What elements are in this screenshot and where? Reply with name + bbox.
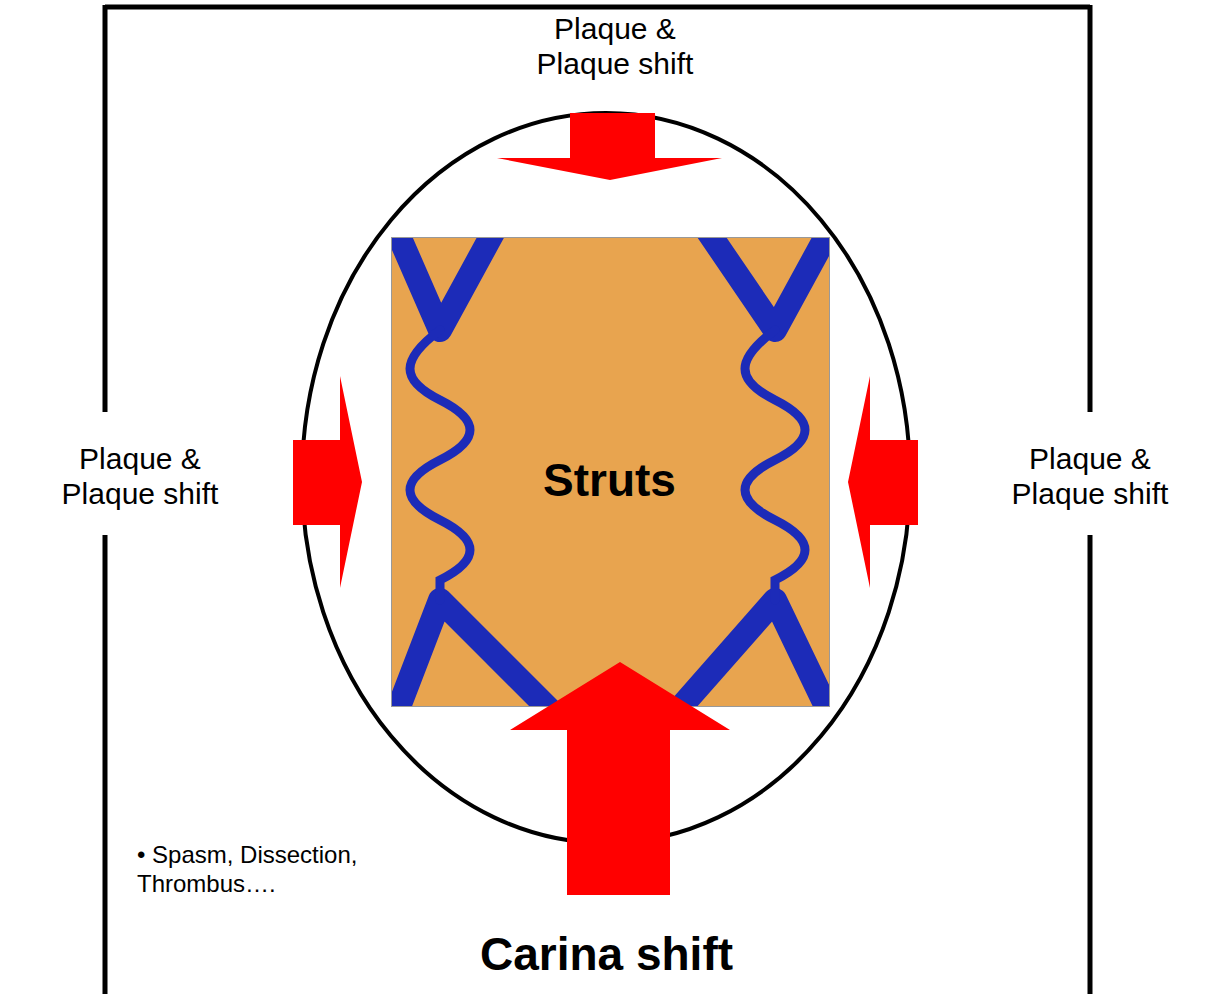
plaque-label: Plaque & Plaque shift <box>525 12 705 81</box>
frame-lines <box>105 5 1090 994</box>
note-text: • Spasm, Dissection, Thrombus…. <box>137 841 387 899</box>
stent-image <box>391 237 830 707</box>
frame-box: • Spasm, Dissection, Thrombus….Carina sh… <box>105 7 1090 994</box>
struts-box: Struts <box>390 237 829 707</box>
plaque-label: Plaque & Plaque shift <box>1000 442 1180 511</box>
force-arrows <box>293 113 918 895</box>
caption-text: Carina shift <box>105 929 1108 980</box>
struts-text: Struts <box>390 455 829 506</box>
plaque-label: Plaque & Plaque shift <box>50 442 230 511</box>
